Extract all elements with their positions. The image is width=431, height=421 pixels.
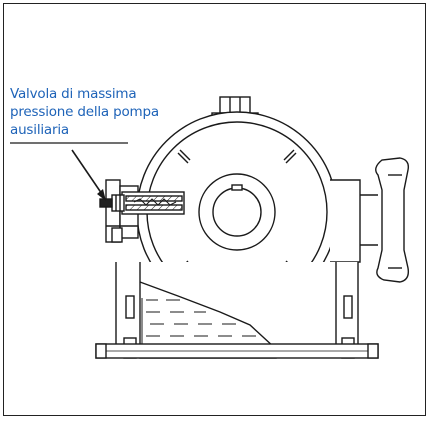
relief-valve (99, 191, 185, 215)
callout-line-1: Valvola di massima (10, 86, 137, 102)
cutaway-edge (139, 281, 276, 349)
callout-line-3: ausiliaria (10, 122, 69, 138)
handwheel (375, 157, 410, 283)
hub-ring (198, 173, 276, 251)
lower-casing (115, 262, 359, 349)
pump-body (95, 96, 410, 359)
oil-level (146, 299, 256, 337)
callout-line-2: pressione della pompa (10, 104, 159, 120)
callout-label: Valvola di massima pressione della pompa… (10, 85, 210, 139)
callout-leader (10, 142, 128, 201)
